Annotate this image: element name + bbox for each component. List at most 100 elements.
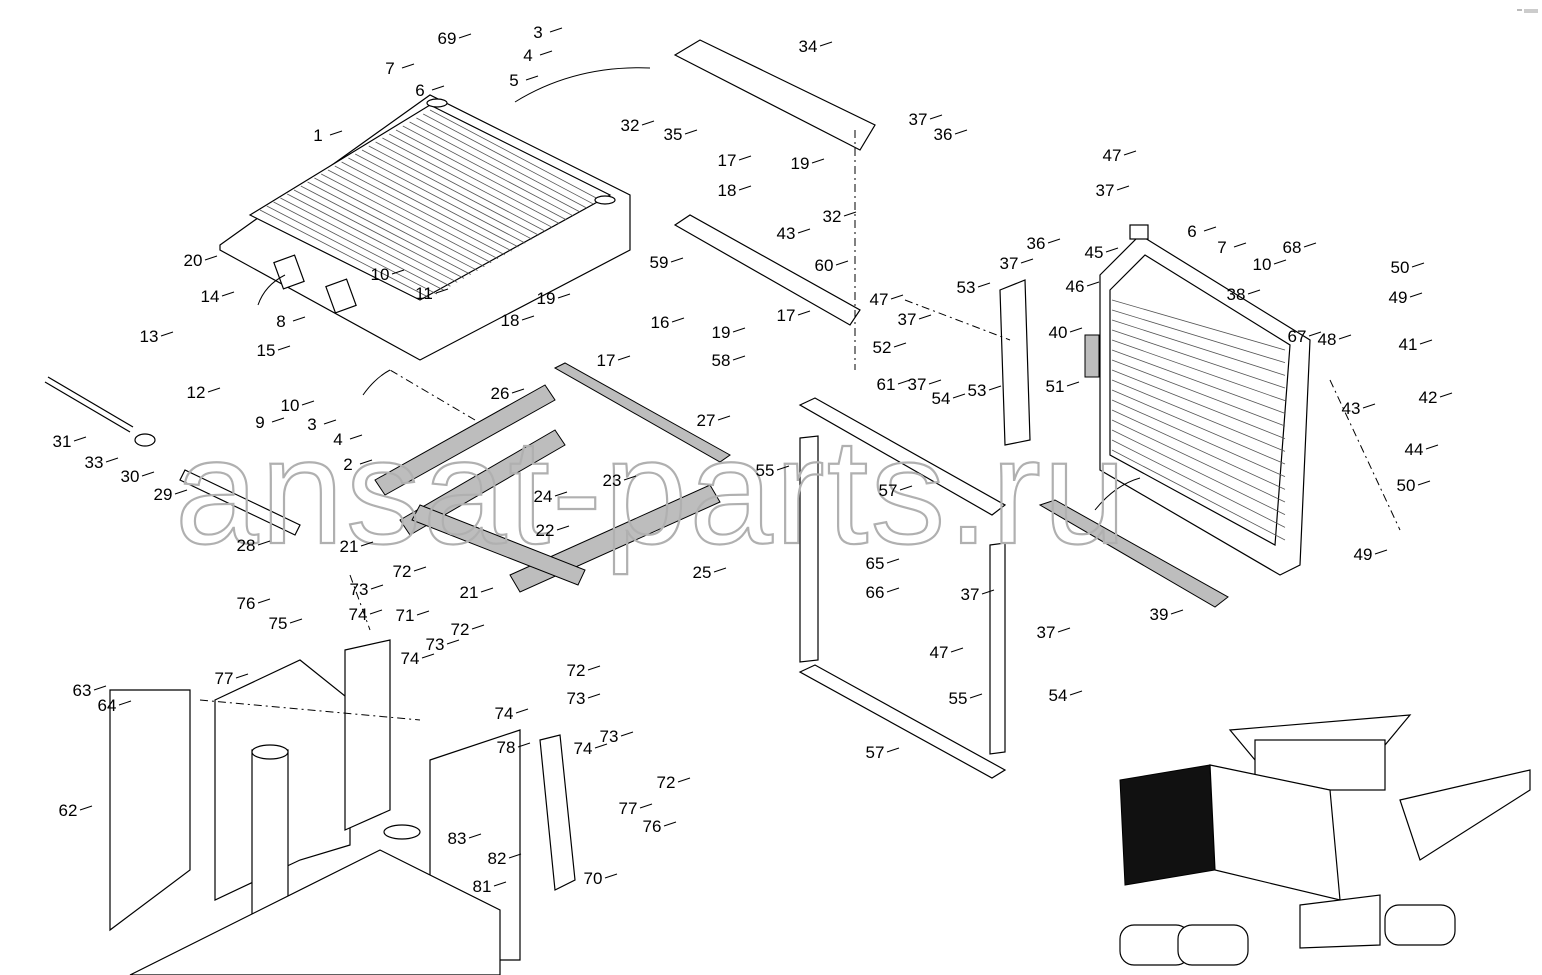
- callout-label: 15: [257, 341, 276, 360]
- callout-leader: [556, 525, 570, 531]
- callout-leader: [1086, 281, 1100, 287]
- callout-leader: [1362, 403, 1376, 409]
- callout-label: 35: [664, 125, 683, 144]
- callout-leader: [554, 491, 568, 497]
- callout-label: 12: [187, 383, 206, 402]
- callout-label: 32: [621, 116, 640, 135]
- callout-label: 81: [473, 877, 492, 896]
- callout-label: 19: [712, 323, 731, 342]
- callout-label: 6: [1187, 222, 1196, 241]
- callout-leader: [886, 558, 900, 564]
- callout-label: 5: [509, 71, 518, 90]
- callout-leader: [1338, 334, 1352, 340]
- callout-label: 77: [215, 669, 234, 688]
- callout-label: 18: [501, 311, 520, 330]
- callout-leader: [289, 618, 303, 624]
- callout-label: 42: [1419, 388, 1438, 407]
- callout-leader: [174, 489, 188, 495]
- callout-label: 37: [909, 110, 928, 129]
- callout-leader: [950, 647, 964, 653]
- callout-leader: [1123, 150, 1137, 156]
- callout-leader: [899, 485, 913, 491]
- hood-slat: [293, 189, 465, 279]
- callout-label: 14: [201, 287, 220, 306]
- callout-label: 38: [1227, 285, 1246, 304]
- callout-leader: [954, 129, 968, 135]
- callout-leader: [446, 639, 460, 645]
- callout-label: 36: [1027, 234, 1046, 253]
- hood-slat: [382, 137, 553, 228]
- callout-leader: [886, 587, 900, 593]
- callout-label: 29: [154, 485, 173, 504]
- callout-leader: [1273, 259, 1287, 265]
- callout-label: 74: [574, 739, 593, 758]
- callout-leader: [886, 747, 900, 753]
- callout-leader: [93, 685, 107, 691]
- callout-leader: [323, 419, 337, 425]
- callout-label: 17: [718, 151, 737, 170]
- callout-label: 20: [184, 251, 203, 270]
- callout-label: 66: [866, 583, 885, 602]
- callout-label: 19: [537, 289, 556, 308]
- callout-label: 44: [1405, 440, 1424, 459]
- callout-label: 31: [53, 432, 72, 451]
- callout-leader: [539, 50, 553, 56]
- door-slat: [1111, 329, 1286, 389]
- callout-label: 3: [533, 23, 542, 42]
- callout-leader: [811, 158, 825, 164]
- callout-label: 47: [1103, 146, 1122, 165]
- callout-label: 41: [1399, 335, 1418, 354]
- callout-leader: [458, 33, 472, 39]
- callout-leader: [1419, 339, 1433, 345]
- callout-leader: [301, 400, 315, 406]
- callout-leader: [493, 881, 507, 887]
- hood-slat: [389, 133, 560, 224]
- callout-leader: [641, 120, 655, 126]
- door-slat: [1111, 419, 1286, 503]
- callout-label: 24: [534, 487, 553, 506]
- callout-label: 74: [401, 649, 420, 668]
- callout-leader: [897, 379, 911, 385]
- callout-label: 47: [870, 290, 889, 309]
- callout-label: 72: [393, 562, 412, 581]
- callout-label: 37: [1037, 623, 1056, 642]
- callout-label: 13: [140, 327, 159, 346]
- callout-leader: [929, 114, 943, 120]
- callout-leader: [835, 260, 849, 266]
- callout-leader: [207, 387, 221, 393]
- callout-label: 75: [269, 614, 288, 633]
- engine-hood-door: [1084, 224, 1311, 576]
- callout-label: 30: [121, 467, 140, 486]
- insulation-pads: [374, 362, 1229, 608]
- callout-leader: [732, 355, 746, 361]
- hood-slat: [273, 201, 444, 291]
- callout-label: 50: [1397, 476, 1416, 495]
- door-slat: [1111, 359, 1286, 427]
- door-slat: [1111, 439, 1286, 528]
- callout-leader: [1069, 690, 1083, 696]
- callout-label: 37: [898, 310, 917, 329]
- callout-leader: [623, 475, 637, 481]
- callout-label: 76: [237, 594, 256, 613]
- hood-slat: [348, 157, 519, 248]
- callout-leader: [738, 155, 752, 161]
- callout-leader: [918, 314, 932, 320]
- callout-leader: [1069, 327, 1083, 333]
- callout-label: 77: [619, 799, 638, 818]
- door-slat: [1111, 339, 1286, 402]
- callout-label: 33: [85, 453, 104, 472]
- callout-label: 34: [799, 37, 818, 56]
- hood-slat: [355, 153, 526, 244]
- hood-slat: [266, 205, 437, 295]
- callout-label: 57: [866, 743, 885, 762]
- callout-label: 53: [957, 278, 976, 297]
- callout-label: 10: [1253, 255, 1272, 274]
- engine-hood-cover: [219, 94, 631, 361]
- callout-leader: [277, 345, 291, 351]
- callout-label: 76: [643, 817, 662, 836]
- callout-leader: [1247, 289, 1261, 295]
- callout-leader: [435, 288, 449, 294]
- callout-label: 68: [1283, 238, 1302, 257]
